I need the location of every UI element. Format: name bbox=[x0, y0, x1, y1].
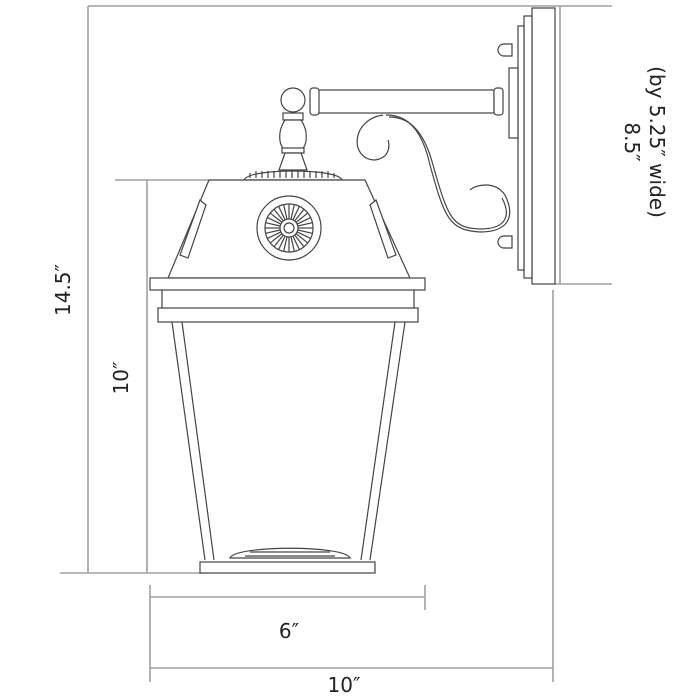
medallion-spoke bbox=[296, 217, 311, 225]
backplate-height-label: 8.5″ bbox=[620, 122, 644, 161]
medallion-spoke bbox=[273, 208, 284, 222]
medallion-spoke bbox=[273, 234, 284, 248]
backplate-width-label: (by 5.25″ wide) bbox=[645, 66, 669, 218]
medallion-spoke bbox=[295, 212, 309, 223]
medallion-spokes bbox=[265, 204, 313, 252]
finial bbox=[243, 87, 343, 181]
extension-length-label: 10″ bbox=[328, 673, 361, 697]
dimension-lines bbox=[60, 5, 612, 682]
medallion-spoke bbox=[265, 229, 281, 234]
medallion-spoke bbox=[265, 222, 281, 227]
medallion-spoke bbox=[267, 231, 282, 239]
lantern-cage bbox=[157, 290, 419, 574]
medallion-spoke bbox=[269, 212, 283, 223]
medallion-spoke bbox=[283, 204, 288, 220]
medallion-spoke bbox=[294, 208, 305, 222]
medallion-spoke bbox=[294, 234, 305, 248]
medallion-spoke bbox=[267, 217, 282, 225]
medallion-spoke bbox=[295, 233, 309, 244]
medallion-spoke bbox=[278, 206, 286, 221]
medallion-spoke bbox=[269, 233, 283, 244]
medallion-spoke bbox=[297, 229, 313, 234]
medallion-spoke bbox=[292, 206, 300, 221]
overall-height-label: 14.5″ bbox=[51, 264, 75, 316]
medallion-spoke bbox=[283, 236, 288, 252]
wall-backplate bbox=[497, 7, 556, 285]
lantern-hood bbox=[149, 179, 426, 291]
medallion-spoke bbox=[278, 235, 286, 250]
lantern-height-label: 10″ bbox=[109, 362, 133, 395]
mounting-arm bbox=[309, 87, 511, 233]
medallion-spoke bbox=[292, 235, 300, 250]
medallion-spoke bbox=[290, 204, 295, 220]
lantern-width-label: 6″ bbox=[279, 619, 299, 643]
medallion-spoke bbox=[296, 231, 311, 239]
medallion-spoke bbox=[297, 222, 313, 227]
medallion-spoke bbox=[290, 236, 295, 252]
